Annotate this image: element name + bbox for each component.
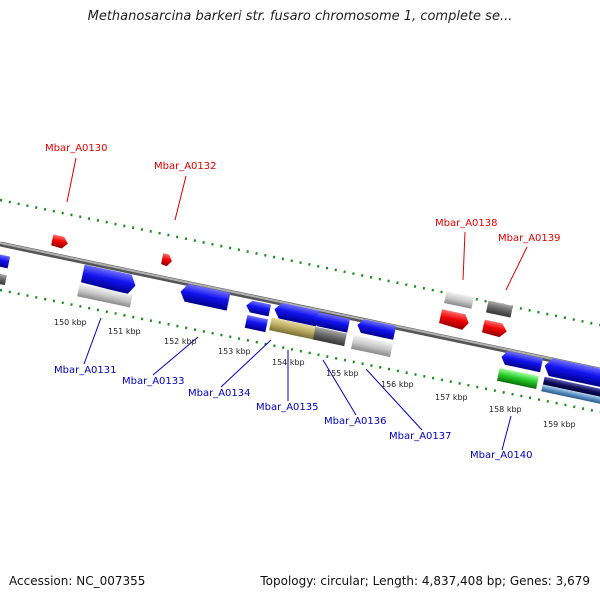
- kbp-tick-label: 155 kbp: [326, 369, 359, 378]
- gene-Mbar_A0132[interactable]: [161, 253, 173, 267]
- kbp-tick-label: 154 kbp: [272, 358, 305, 367]
- gene-label-Mbar_A0130: Mbar_A0130: [45, 143, 108, 154]
- kbp-tick-label: 157 kbp: [435, 393, 468, 402]
- kbp-tick-label: 159 kbp: [543, 420, 576, 429]
- gene-Mbar_A0134[interactable]: [244, 300, 271, 333]
- kbp-tick-label: 153 kbp: [218, 347, 251, 356]
- top-leader-lines: [66, 157, 528, 291]
- gene-label-Mbar_A0140: Mbar_A0140: [470, 450, 533, 461]
- kbp-tick-label: 151 kbp: [108, 327, 141, 336]
- outer-tick-track: [0, 198, 600, 327]
- gene-label-Mbar_A0134: Mbar_A0134: [188, 388, 251, 399]
- gene-label-Mbar_A0135: Mbar_A0135: [256, 402, 319, 413]
- gene-label-Mbar_A0139: Mbar_A0139: [498, 233, 561, 244]
- gene-label-Mbar_A0133: Mbar_A0133: [122, 376, 185, 387]
- inner-tick-track: [0, 288, 600, 414]
- gene-label-Mbar_A0131: Mbar_A0131: [54, 365, 117, 376]
- map-title: Methanosarcina barkeri str. fusaro chrom…: [87, 9, 513, 24]
- kbp-tick-label: 152 kbp: [164, 337, 197, 346]
- bottom-gene-labels: Mbar_A0131 Mbar_A0133 Mbar_A0134 Mbar_A0…: [54, 365, 533, 461]
- gene-Mbar_A0130[interactable]: [51, 234, 69, 249]
- gene-Mbar_A0136[interactable]: [312, 311, 351, 347]
- gene-Mbar_A0140[interactable]: [496, 350, 543, 390]
- top-gene-labels: Mbar_A0130 Mbar_A0132 Mbar_A0138 Mbar_A0…: [45, 143, 561, 244]
- kbp-tick-labels: 150 kbp 151 kbp 152 kbp 153 kbp 154 kbp …: [54, 318, 576, 429]
- gene-left-edge: [0, 253, 11, 286]
- gene-Mbar_A0133[interactable]: [179, 283, 231, 311]
- bottom-leader-lines: [83, 317, 512, 451]
- kbp-tick-label: 158 kbp: [489, 405, 522, 414]
- gene-Mbar_A0131[interactable]: [77, 264, 137, 308]
- gene-Mbar_A0139[interactable]: [482, 300, 513, 339]
- gene-Mbar_A0138[interactable]: [439, 291, 474, 331]
- gene-label-Mbar_A0138: Mbar_A0138: [435, 218, 498, 229]
- gene-label-Mbar_A0132: Mbar_A0132: [154, 161, 217, 172]
- accession-label: Accession: NC_007355: [9, 574, 146, 588]
- gene-label-Mbar_A0137: Mbar_A0137: [389, 431, 452, 442]
- kbp-tick-label: 150 kbp: [54, 318, 87, 327]
- gene-right-edge: [541, 358, 600, 407]
- kbp-tick-label: 156 kbp: [381, 380, 414, 389]
- topology-info: Topology: circular; Length: 4,837,408 bp…: [260, 574, 590, 588]
- gene-label-Mbar_A0136: Mbar_A0136: [324, 416, 387, 427]
- gene-Mbar_A0135[interactable]: [269, 302, 320, 340]
- gene-Mbar_A0137[interactable]: [350, 318, 397, 358]
